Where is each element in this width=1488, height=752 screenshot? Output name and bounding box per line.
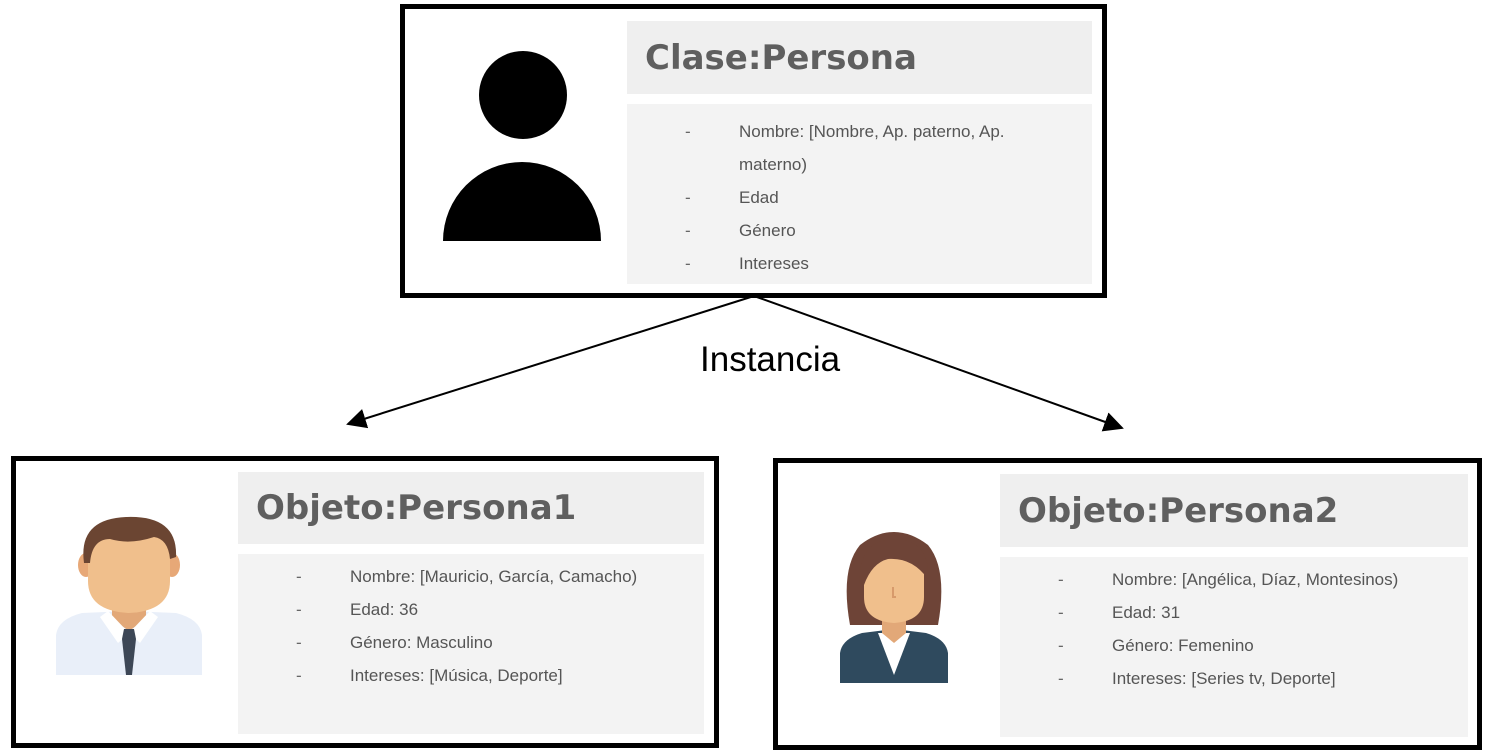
attribute-text: Intereses — [739, 254, 809, 273]
attribute-item: - Género: Femenino — [1000, 629, 1468, 662]
bullet-dash: - — [685, 254, 691, 273]
attribute-item: - Género: Masculino — [238, 626, 704, 659]
object-title: Objeto:Persona2 — [1000, 474, 1468, 547]
attribute-text: Edad: 36 — [350, 600, 419, 619]
bullet-dash: - — [1058, 669, 1064, 688]
object-title: Objeto:Persona1 — [238, 472, 704, 544]
attribute-text: Nombre: [Nombre, Ap. paterno, Ap. matern… — [739, 122, 1005, 174]
arrow-to-persona2 — [753, 295, 1124, 432]
attribute-item: - Edad: 31 — [1000, 596, 1468, 629]
attribute-text: Nombre: [Mauricio, García, Camacho) — [350, 567, 638, 586]
bullet-dash: - — [296, 567, 302, 586]
female-avatar-icon — [840, 532, 948, 683]
attribute-text: Género: Femenino — [1112, 636, 1254, 655]
attribute-item: - Edad: 36 — [238, 593, 704, 626]
attribute-item: - Nombre: [Angélica, Díaz, Montesinos) — [1000, 563, 1468, 596]
attribute-text: Edad — [739, 188, 779, 207]
class-title: Clase:Persona — [627, 21, 1092, 94]
object-attributes: - Nombre: [Mauricio, García, Camacho) - … — [238, 554, 704, 734]
bullet-dash: - — [1058, 603, 1064, 622]
attribute-text: Intereses: [Series tv, Deporte] — [1112, 669, 1336, 688]
bullet-dash: - — [296, 633, 302, 652]
person-silhouette-icon — [443, 51, 601, 241]
attribute-text: Nombre: [Angélica, Díaz, Montesinos) — [1112, 570, 1399, 589]
object-card-persona2: Objeto:Persona2 - Nombre: [Angélica, Día… — [773, 458, 1482, 750]
class-card: Clase:Persona - Nombre: [Nombre, Ap. pat… — [400, 4, 1107, 298]
attribute-item: - Nombre: [Mauricio, García, Camacho) — [238, 560, 704, 593]
attribute-text: Género — [739, 221, 796, 240]
attribute-item: - Intereses: [Música, Deporte] — [238, 659, 704, 692]
bullet-dash: - — [296, 666, 302, 685]
bullet-dash: - — [685, 188, 691, 207]
bullet-dash: - — [296, 600, 302, 619]
object-card-persona1: Objeto:Persona1 - Nombre: [Mauricio, Gar… — [11, 456, 719, 748]
attribute-item: - Intereses — [627, 247, 1092, 280]
bullet-dash: - — [685, 221, 691, 240]
attribute-item: - Género — [627, 214, 1092, 247]
object-attributes: - Nombre: [Angélica, Díaz, Montesinos) -… — [1000, 557, 1468, 737]
bullet-dash: - — [685, 122, 691, 141]
attribute-item: - Edad — [627, 181, 1092, 214]
attribute-text: Intereses: [Música, Deporte] — [350, 666, 563, 685]
attribute-text: Género: Masculino — [350, 633, 493, 652]
instance-relation-label: Instancia — [700, 340, 841, 379]
bullet-dash: - — [1058, 570, 1064, 589]
attribute-item: - Intereses: [Series tv, Deporte] — [1000, 662, 1468, 695]
male-avatar-icon — [56, 516, 202, 675]
class-attributes: - Nombre: [Nombre, Ap. paterno, Ap. mate… — [627, 104, 1092, 284]
bullet-dash: - — [1058, 636, 1064, 655]
attribute-text: Edad: 31 — [1112, 603, 1181, 622]
attribute-item: - Nombre: [Nombre, Ap. paterno, Ap. mate… — [627, 115, 1092, 181]
arrow-to-persona1 — [346, 295, 755, 429]
